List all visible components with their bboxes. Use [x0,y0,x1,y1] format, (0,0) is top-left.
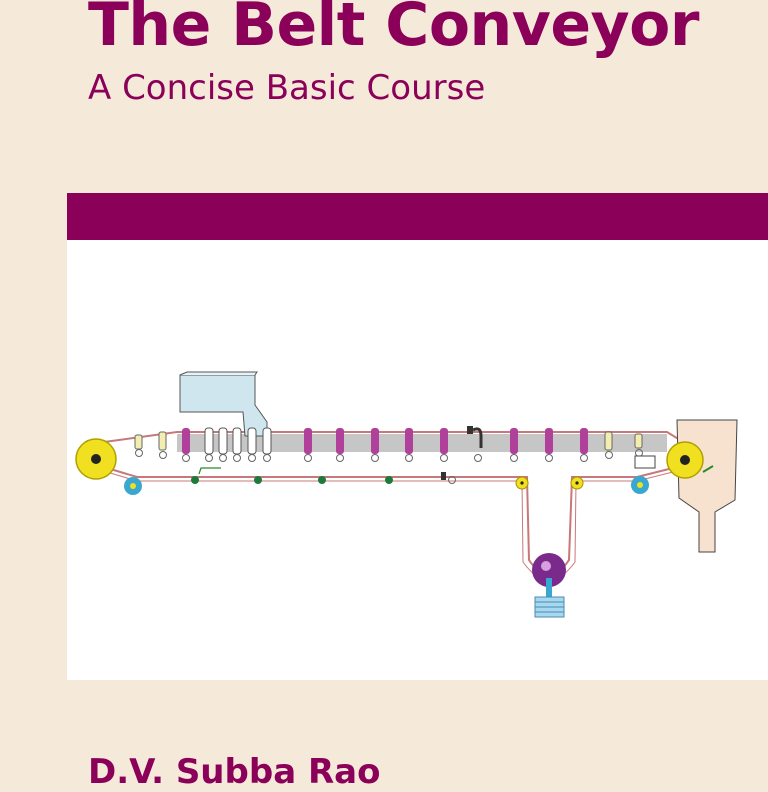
discharge-chute [676,419,738,553]
snub-pulleys [124,476,649,495]
idler-frames [135,449,643,462]
transition-idlers [134,431,643,451]
carrying-idlers [182,428,588,454]
book-author: D.V. Subba Rao [88,752,381,792]
return-idlers [191,476,393,484]
return-cleaner [441,472,456,484]
tail-pulley [75,438,117,480]
title-band [67,193,768,240]
gravity-take-up [532,553,566,618]
head-scraper [702,465,714,473]
belt-return-run-inner [96,468,686,581]
bend-pulleys [515,476,584,490]
head-pulley [666,441,704,479]
illustration-panel [67,240,768,680]
feed-hopper [179,371,268,437]
book-subtitle: A Concise Basic Course [88,68,486,108]
return-plough [198,467,221,475]
drive-box [634,455,656,469]
book-title: The Belt Conveyor [88,0,699,60]
conveyor-diagram [75,371,738,618]
belt-load-band [177,434,667,452]
belt-scale [467,426,483,448]
